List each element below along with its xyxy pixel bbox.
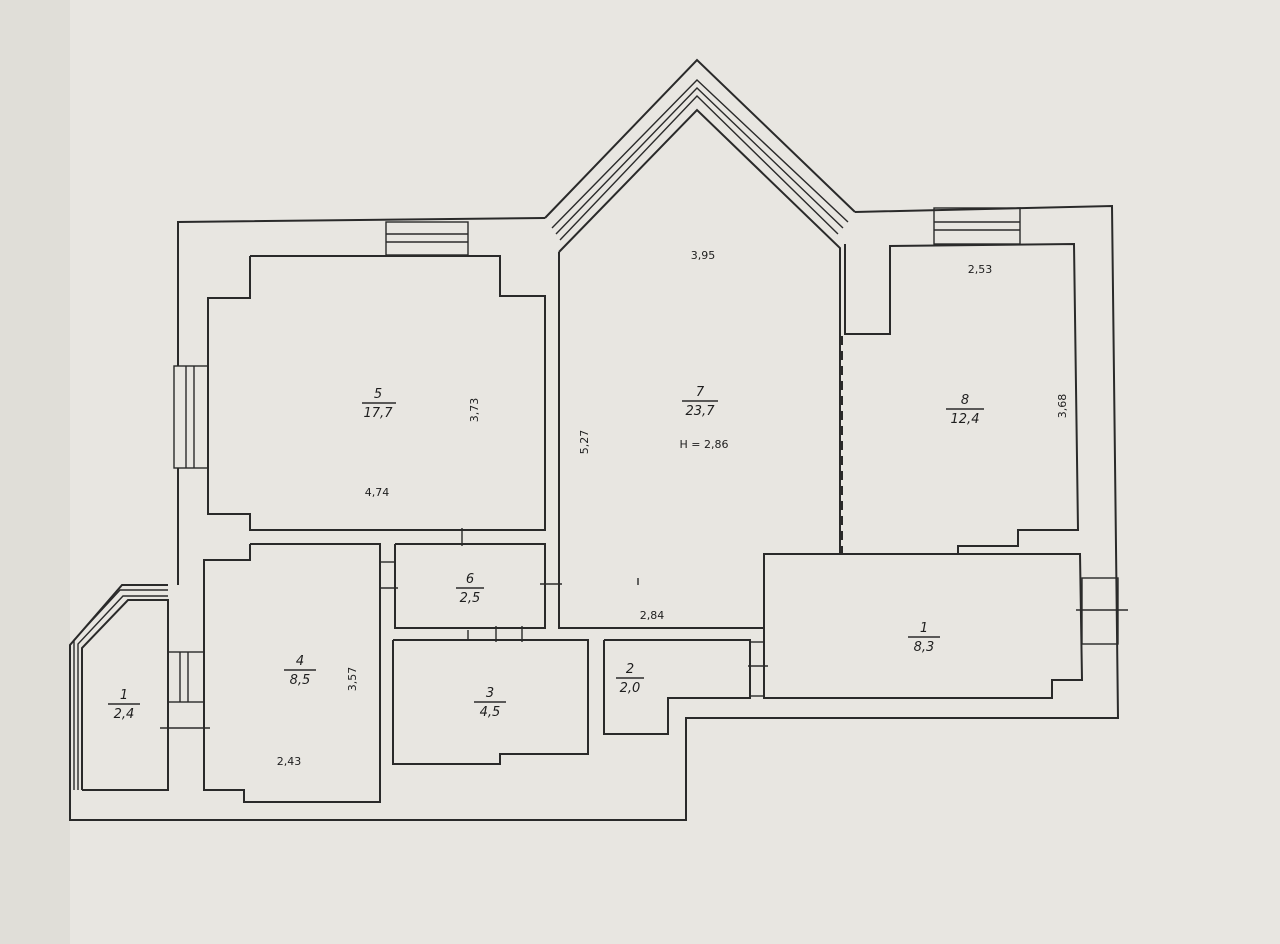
room-7-bottom-width: 2,84 [640, 609, 665, 622]
room-4-number: 4 [296, 654, 304, 669]
room-8-outline [844, 242, 1080, 554]
dimension-labels: 4,74 3,73 3,95 5,27 H = 2,86 2,84 2,53 3… [277, 249, 1069, 768]
room-4-label: 4 8,5 [284, 654, 316, 688]
room-8-area: 12,4 [951, 412, 980, 427]
room-1-hall-label: 1 8,3 [908, 621, 940, 655]
room-3-area: 4,5 [480, 705, 501, 720]
room-2-outline [603, 639, 751, 735]
room-8-label: 8 12,4 [946, 393, 984, 427]
room-5-depth: 3,73 [468, 398, 481, 423]
room-5-width: 4,74 [365, 486, 390, 499]
room-1-outline [763, 553, 1084, 699]
room-1-balcony-label: 1 2,4 [108, 688, 140, 722]
room-7-label: 7 23,7 [682, 385, 718, 419]
room-3-label: 3 4,5 [474, 686, 506, 720]
room-2-label: 2 2,0 [616, 662, 644, 696]
room-3-number: 3 [486, 686, 494, 701]
room-2-number: 2 [626, 662, 634, 677]
window-room8-top [933, 207, 1021, 245]
room-1-number: 1 [920, 621, 928, 636]
room-7-number: 7 [696, 385, 705, 400]
room-4-area: 8,5 [290, 673, 311, 688]
room-6-area: 2,5 [460, 591, 481, 606]
room-6-number: 6 [466, 572, 474, 587]
room-4-width: 2,43 [277, 755, 302, 768]
room-5-label: 5 17,7 [362, 387, 396, 421]
room-5-outline [207, 255, 546, 531]
balcony-number: 1 [120, 688, 128, 703]
room-6-label: 6 2,5 [456, 572, 484, 606]
room-7-width: 3,95 [691, 249, 716, 262]
room-7-height: H = 2,86 [680, 438, 729, 451]
room-7-area: 23,7 [686, 404, 716, 419]
room-4-depth: 3,57 [346, 667, 359, 692]
room-1-area: 8,3 [914, 640, 935, 655]
room-4-outline [203, 543, 381, 803]
room-8-number: 8 [961, 393, 969, 408]
entrance-door [1081, 577, 1119, 645]
room-8-depth: 3,68 [1056, 394, 1069, 419]
room-labels: 5 17,7 7 23,7 8 12,4 6 2,5 4 8,5 3 4,5 [108, 385, 984, 722]
page-margin-shadow [0, 0, 70, 944]
room-5-area: 17,7 [364, 406, 394, 421]
room-2-area: 2,0 [620, 681, 641, 696]
room-8-width: 2,53 [968, 263, 993, 276]
outer-walls [69, 58, 1120, 821]
balcony-area: 2,4 [114, 707, 135, 722]
room-6-outline [394, 543, 546, 629]
room-7-depth: 5,27 [578, 430, 591, 455]
room-5-number: 5 [374, 387, 382, 402]
room-3-outline [392, 639, 589, 765]
bay-window [551, 79, 849, 241]
balcony [73, 589, 210, 791]
